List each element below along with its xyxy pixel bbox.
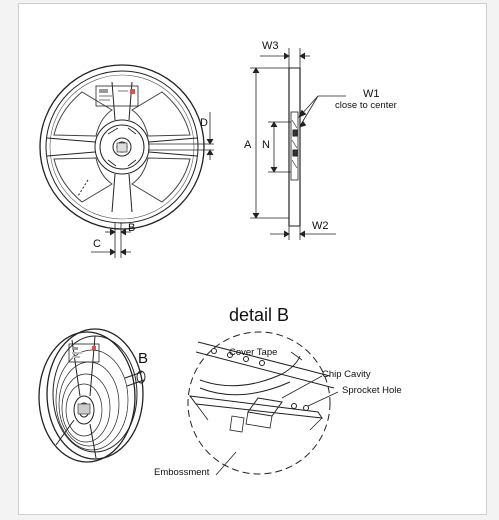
label-w1: W1 [363,88,380,100]
label-a: A [244,139,252,151]
detail-b-title: detail B [229,305,290,325]
dimension-w1 [298,95,346,128]
label-w1-note: close to center [335,100,397,111]
dimension-bc [91,222,131,258]
label-d: D [200,117,208,129]
marker-b: B [138,350,149,367]
detail-b-view [187,331,339,476]
dimension-a [250,67,289,219]
reel-front-view [39,64,205,230]
dimension-w2 [270,226,336,240]
label-w2: W2 [312,220,329,232]
reel-perspective [38,328,146,463]
label-sprocket-hole: Sprocket Hole [342,385,402,396]
label-b: B [128,222,136,234]
dimension-d [148,112,214,160]
label-c: C [93,238,101,250]
dimension-w3 [260,48,310,68]
dimension-n [268,121,291,173]
label-chip-cavity: Chip Cavity [322,369,371,380]
label-embossment: Embossment [154,467,210,478]
label-n: N [262,139,270,151]
label-w3: W3 [262,40,279,52]
label-cover-tape: Cover Tape [229,347,278,358]
reel-side-view [288,67,301,227]
